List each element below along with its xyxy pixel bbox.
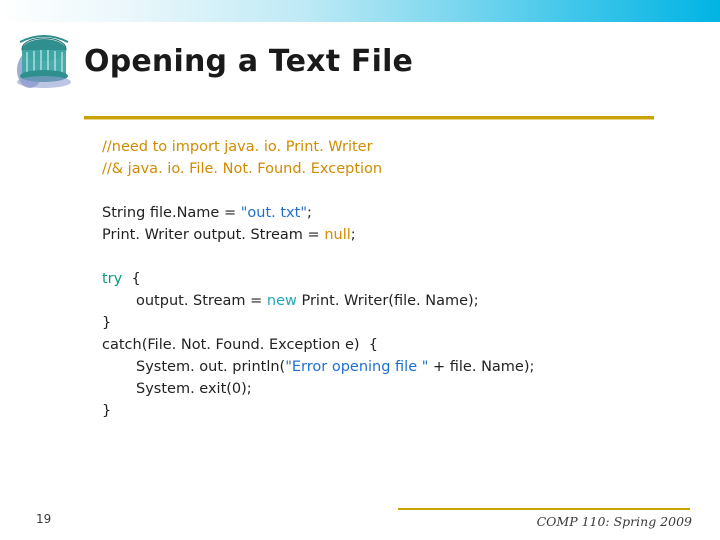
university-rotunda-logo	[10, 30, 78, 96]
code-token: //need to import java. io. Print. Writer	[102, 139, 373, 155]
code-token: (File. Not. Found. Exception e) {	[141, 337, 378, 353]
code-body: //need to import java. io. Print. Writer…	[102, 140, 702, 426]
code-token: null	[324, 227, 351, 243]
code-block-spacer	[102, 184, 702, 206]
code-line: System. out. println("Error opening file…	[102, 360, 702, 382]
code-token: + file. Name);	[428, 359, 535, 375]
code-token: new	[266, 293, 297, 309]
code-token: System. out. println(	[136, 359, 286, 375]
code-line: //& java. io. File. Not. Found. Exceptio…	[102, 162, 702, 184]
page-title: Opening a Text File	[84, 44, 414, 79]
code-token: output. Stream =	[136, 293, 267, 309]
title-divider-shadow	[84, 119, 654, 120]
code-token: Print. Writer output. Stream =	[102, 227, 325, 243]
code-token: "Error opening file "	[285, 359, 429, 375]
page-number: 19	[36, 512, 52, 526]
code-line: Print. Writer output. Stream = null;	[102, 228, 702, 250]
code-line: output. Stream = new Print. Writer(file.…	[102, 294, 702, 316]
code-token: System. exit(0);	[136, 381, 252, 397]
code-line: System. exit(0);	[102, 382, 702, 404]
code-token: //& java. io. File. Not. Found. Exceptio…	[102, 161, 383, 177]
header-gradient-band	[0, 0, 720, 22]
code-token: "out. txt"	[240, 205, 307, 221]
code-line: try {	[102, 272, 702, 294]
code-token: ;	[307, 205, 312, 221]
code-token: {	[122, 271, 141, 287]
code-line: String file.Name = "out. txt";	[102, 206, 702, 228]
code-line: }	[102, 404, 702, 426]
footer-course-label: COMP 110: Spring 2009	[536, 514, 692, 529]
footer-divider	[398, 508, 690, 510]
code-token: try	[102, 271, 123, 287]
code-line: catch(File. Not. Found. Exception e) {	[102, 338, 702, 360]
code-token: Print. Writer(file. Name);	[296, 293, 479, 309]
code-token: }	[102, 315, 112, 331]
code-line: }	[102, 316, 702, 338]
code-token: String file.Name =	[102, 205, 241, 221]
code-token: ;	[350, 227, 356, 243]
code-line: //need to import java. io. Print. Writer	[102, 140, 702, 162]
code-token: catch	[102, 337, 142, 353]
code-token: }	[102, 403, 112, 419]
title-divider	[84, 116, 654, 119]
code-block-spacer	[102, 250, 702, 272]
